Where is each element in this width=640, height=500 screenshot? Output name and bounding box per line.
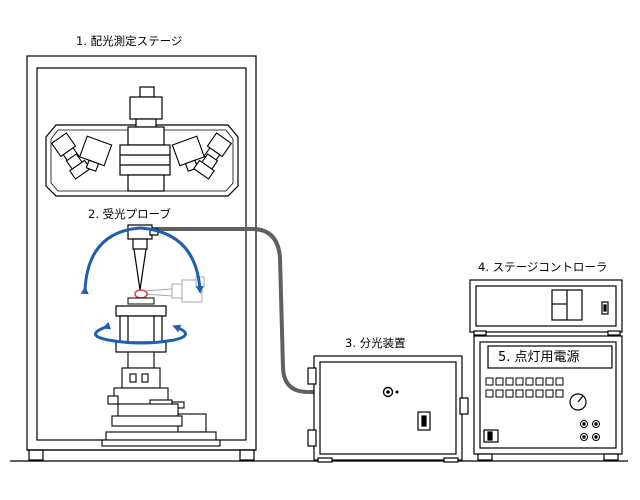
fiber-connector-icon xyxy=(382,386,399,398)
power-supply-button xyxy=(535,389,544,398)
label-probe: 2. 受光プローブ xyxy=(88,207,171,221)
power-supply-button xyxy=(545,389,554,398)
power-supply-button xyxy=(555,389,564,398)
stage-controller-device xyxy=(469,279,623,336)
power-supply-button xyxy=(495,389,504,398)
label-controller: 4. ステージコントローラ xyxy=(478,260,608,274)
power-supply-button-grid xyxy=(485,377,564,398)
spectrometer-device xyxy=(307,355,469,463)
power-supply-button xyxy=(495,377,504,386)
label-power-supply: 5. 点灯用電源 xyxy=(498,350,580,365)
top-camera-icon xyxy=(119,86,171,192)
left-camera-pair-icon xyxy=(50,132,113,180)
power-supply-button xyxy=(505,389,514,398)
power-supply-button xyxy=(525,389,534,398)
xy-stage-base xyxy=(101,351,221,447)
power-supply-button xyxy=(515,377,524,386)
power-supply-terminals-icon xyxy=(580,420,600,441)
power-supply-button xyxy=(555,377,564,386)
power-supply-button xyxy=(485,377,494,386)
power-supply-knob-icon xyxy=(569,393,587,411)
rotation-stage-block xyxy=(115,305,167,353)
power-supply-button xyxy=(535,377,544,386)
label-spectrometer: 3. 分光装置 xyxy=(345,336,406,350)
power-supply-button xyxy=(545,377,554,386)
optical-fiber-cable xyxy=(150,227,390,394)
power-supply-button xyxy=(515,389,524,398)
power-supply-button xyxy=(525,377,534,386)
label-stage: 1. 配光測定ステージ xyxy=(76,34,183,48)
rotation-arrow-horizontal xyxy=(94,321,187,345)
right-camera-pair-icon xyxy=(171,132,233,180)
power-supply-button xyxy=(485,389,494,398)
power-supply-button xyxy=(505,377,514,386)
rotation-arrow-vertical xyxy=(80,226,204,295)
